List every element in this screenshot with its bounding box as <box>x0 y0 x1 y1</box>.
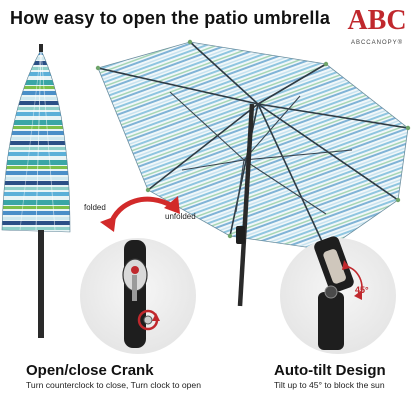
brand-logo: ABC ABCCANOPY® <box>346 6 408 50</box>
tilt-feature-title: Auto-tilt Design <box>274 362 386 379</box>
folded-umbrella <box>1 44 71 338</box>
tilt-joint-icon <box>342 260 363 300</box>
unfolded-label: unfolded <box>165 212 196 221</box>
tilt-feature-description: Tilt up to 45° to block the sun <box>274 380 385 390</box>
curved-double-arrow-icon <box>100 196 180 232</box>
crank-feature-title: Open/close Crank <box>26 362 154 379</box>
tilt-detail-circle <box>280 236 396 354</box>
page-title: How easy to open the patio umbrella <box>10 8 331 28</box>
logo-mark: ABC <box>347 5 407 36</box>
crank-handle-icon <box>137 309 160 331</box>
tilt-angle-label: 45° <box>355 285 369 295</box>
folded-label: folded <box>84 203 106 212</box>
crank-feature-description: Turn counterclock to close, Turn clock t… <box>26 380 201 390</box>
logo-tagline: ABCCANOPY® <box>350 40 404 46</box>
open-umbrella <box>95 39 411 307</box>
crank-detail-circle <box>80 238 196 354</box>
